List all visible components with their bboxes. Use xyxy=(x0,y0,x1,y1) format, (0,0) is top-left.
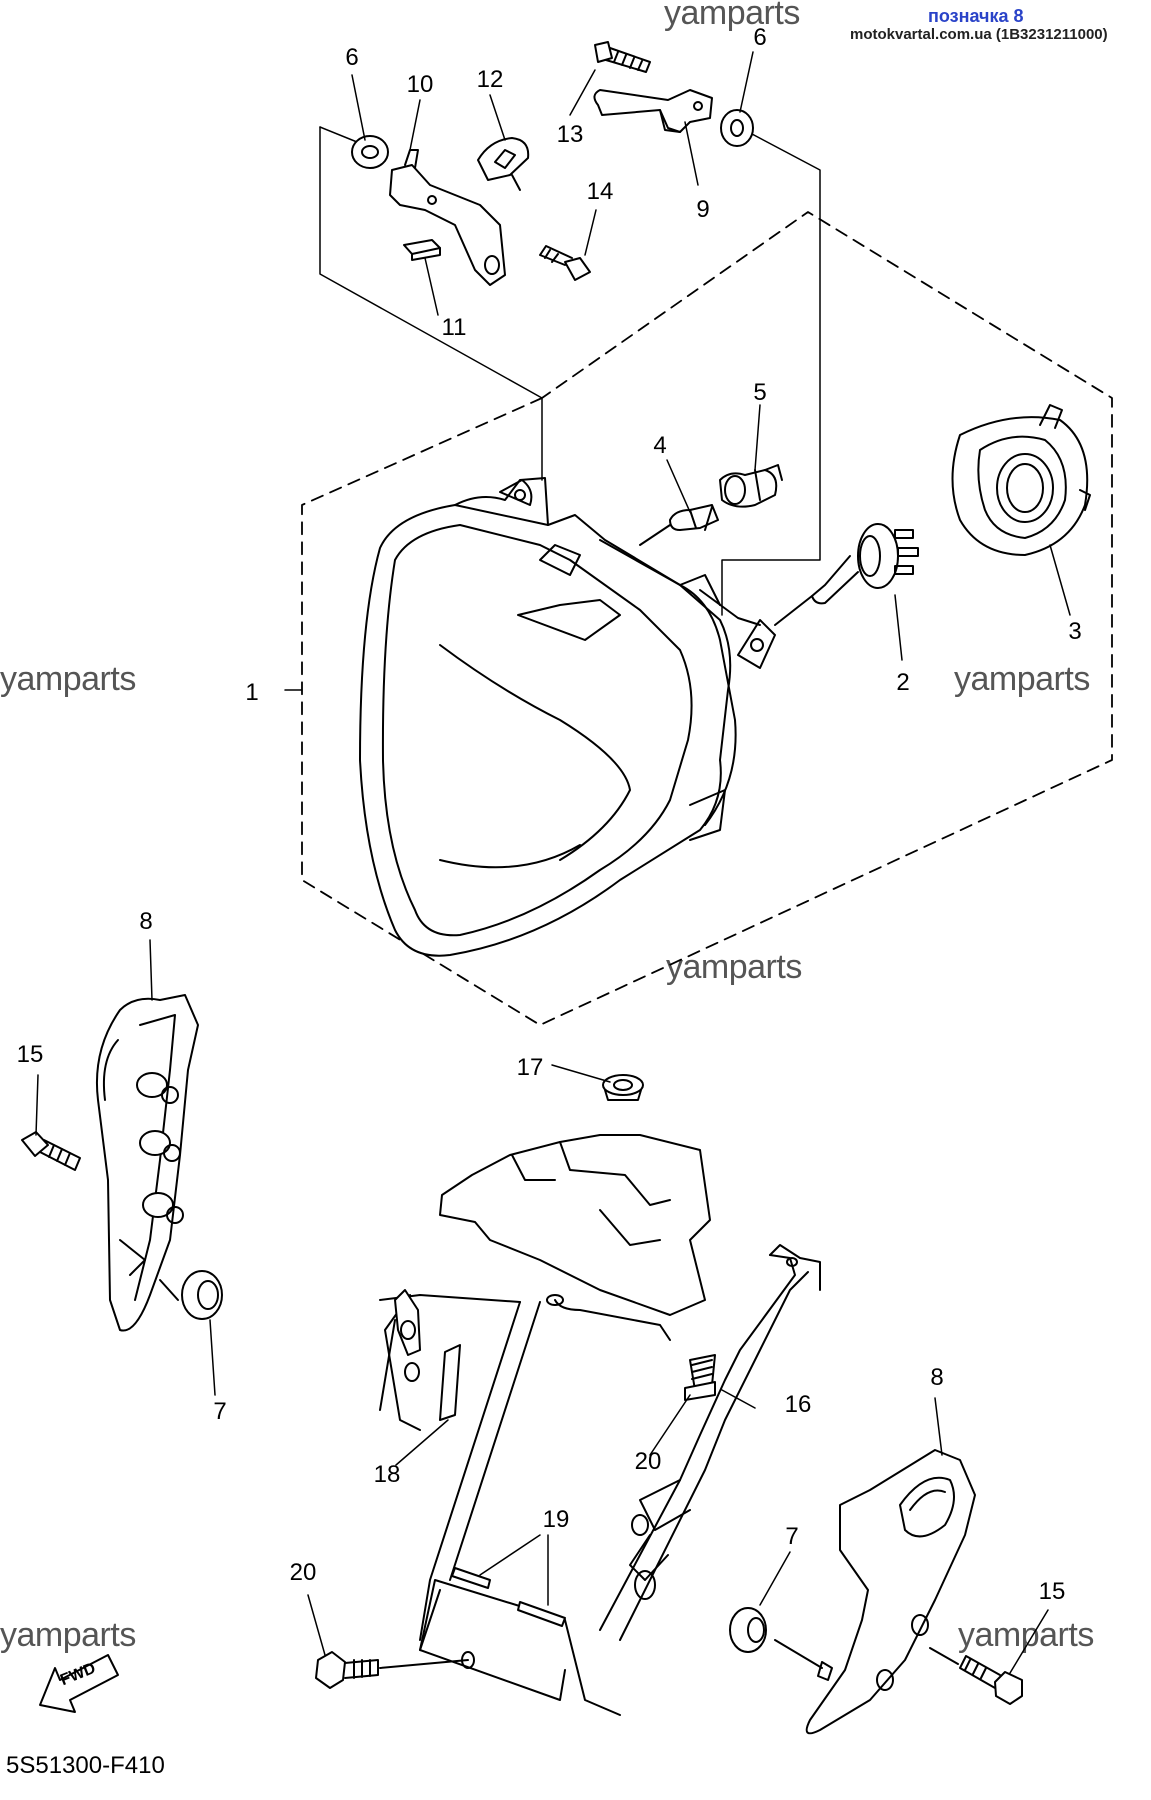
rubber-washer-left xyxy=(351,135,389,169)
callout-18: 18 xyxy=(373,1461,401,1488)
bulb-h4 xyxy=(774,523,919,626)
leader-lines xyxy=(35,51,1071,1674)
callout-20-stay: 20 xyxy=(634,1448,662,1475)
stay-bolt xyxy=(684,1354,716,1401)
damper-block xyxy=(403,239,441,261)
callout-13: 12 xyxy=(476,66,504,93)
callout-14-lower: 14 xyxy=(586,178,614,205)
bulb-socket xyxy=(719,464,783,508)
callout-15-right: 15 xyxy=(1038,1578,1066,1605)
callout-10: 8 xyxy=(139,908,153,935)
grommet-left xyxy=(159,1270,223,1320)
callout-15-left: 15 xyxy=(16,1041,44,1068)
callout-6-left: 6 xyxy=(345,44,359,71)
callout-4: 4 xyxy=(653,432,667,459)
bolt-upper xyxy=(594,41,651,73)
callout-7-left: 7 xyxy=(213,1398,227,1425)
callout-5: 5 xyxy=(753,379,767,406)
site-label: motokvartal.com.ua (1B3231211000) xyxy=(850,26,1108,43)
watermark: yamparts xyxy=(958,1616,1094,1654)
diagram-code: 5S51300-F410 xyxy=(6,1752,165,1779)
wire-clamp xyxy=(477,137,530,191)
watermark: yamparts xyxy=(664,0,800,32)
assembly-boundary xyxy=(301,211,1113,1026)
bulb-cover xyxy=(951,404,1091,556)
bracket-right xyxy=(593,89,713,133)
cover-right xyxy=(805,1449,976,1735)
callout-6-right: 6 xyxy=(753,24,767,51)
position-bulb xyxy=(639,504,719,546)
callout-16: 16 xyxy=(784,1391,812,1418)
callout-3: 3 xyxy=(1068,618,1082,645)
callout-17: 17 xyxy=(516,1054,544,1081)
watermark: yamparts xyxy=(0,660,136,698)
cover-left xyxy=(95,994,199,1332)
callout-11: 10 xyxy=(406,71,434,98)
fwd-arrow-icon xyxy=(39,1654,119,1713)
callout-14-upper: 13 xyxy=(556,121,584,148)
screw-left xyxy=(21,1131,81,1171)
badge-label: позначка 8 xyxy=(928,6,1024,26)
callout-19: 19 xyxy=(542,1506,570,1533)
grommet-top xyxy=(602,1074,644,1101)
callout-7-right: 7 xyxy=(785,1523,799,1550)
callout-12: 11 xyxy=(441,314,467,341)
callout-2: 2 xyxy=(896,669,910,696)
watermark: yamparts xyxy=(0,1616,136,1654)
callout-1: 1 xyxy=(245,679,259,706)
grommet-right xyxy=(729,1607,833,1681)
headlight-unit xyxy=(359,477,776,957)
bracket-small xyxy=(394,1289,461,1421)
group-lines xyxy=(284,124,821,691)
watermark: yamparts xyxy=(666,948,802,986)
bolt-lower xyxy=(539,245,591,281)
callout-9: 9 xyxy=(696,196,710,223)
screw-right xyxy=(929,1647,1023,1705)
rubber-washer-right xyxy=(720,109,754,147)
headlight-stay xyxy=(379,1134,821,1716)
callout-20-bottom: 20 xyxy=(289,1559,317,1586)
watermark: yamparts xyxy=(954,660,1090,698)
pins xyxy=(451,1567,566,1627)
screw-bottom xyxy=(315,1651,469,1689)
bracket-left xyxy=(389,149,506,286)
callout-8: 8 xyxy=(930,1364,944,1391)
